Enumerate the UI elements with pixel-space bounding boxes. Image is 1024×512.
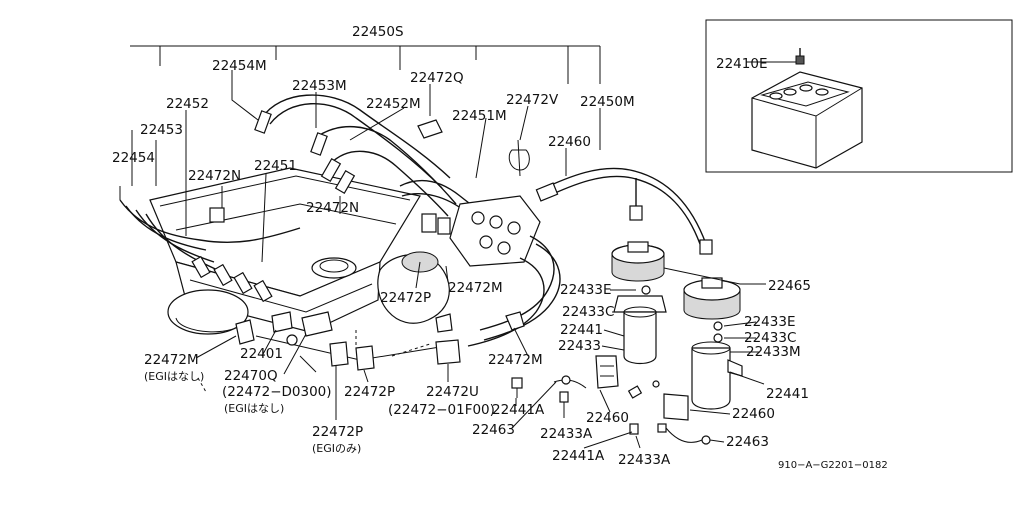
leader-lines bbox=[185, 61, 772, 449]
label-22472P-mid: 22472P bbox=[380, 290, 431, 306]
label-22472V: 22472V bbox=[506, 92, 559, 108]
label-22472M-right: 22472M bbox=[488, 352, 543, 368]
clip-22472P-lower-icon bbox=[329, 341, 349, 367]
label-22472N-mid: 22472N bbox=[306, 200, 359, 216]
label-22454: 22454 bbox=[112, 150, 155, 166]
engine-block bbox=[149, 167, 450, 373]
label-22433M: 22433M bbox=[746, 344, 801, 360]
label-22441A-2: 22441A bbox=[552, 448, 605, 464]
label-22450S: 22450S bbox=[352, 24, 404, 40]
label-22472P-lower-2: 22472P bbox=[312, 424, 363, 440]
lower-module-cluster bbox=[505, 311, 643, 403]
label-22451M: 22451M bbox=[452, 108, 507, 124]
label-22453: 22453 bbox=[140, 122, 183, 138]
label-22472-D0300: (22472−D0300) bbox=[222, 384, 332, 400]
label-22433E-1: 22433E bbox=[560, 282, 611, 298]
label-22433C-1: 22433C bbox=[562, 304, 614, 320]
label-22433C-2: 22433C bbox=[744, 330, 796, 346]
label-22472M-left: 22472M bbox=[144, 352, 199, 368]
diagram-code: 910−A−G2201−0182 bbox=[778, 460, 888, 471]
label-22441A-1: 22441A bbox=[492, 402, 545, 418]
label-22472M-mid: 22472M bbox=[448, 280, 503, 296]
label-22450M: 22450M bbox=[580, 94, 635, 110]
label-22452: 22452 bbox=[166, 96, 209, 112]
label-egi-nomi: (EGIのみ) bbox=[312, 442, 361, 455]
label-22460-bottom: 22460 bbox=[586, 410, 629, 426]
label-22441-2: 22441 bbox=[766, 386, 809, 402]
ignition-coil-upper bbox=[611, 241, 667, 365]
label-22433-1: 22433 bbox=[558, 338, 601, 354]
label-22454M: 22454M bbox=[212, 58, 267, 74]
label-egi-nashi-1: (EGIはなし) bbox=[144, 370, 204, 383]
label-22433A-1: 22433A bbox=[540, 426, 593, 442]
part-22472Q-icon bbox=[417, 119, 443, 139]
clip-22470Q-icon bbox=[301, 311, 333, 337]
label-22410E: 22410E bbox=[716, 56, 767, 72]
part-labels: 22450S 22454M 22453M 22472Q 22452M 22451… bbox=[112, 24, 888, 471]
clip-22472U-icon bbox=[435, 339, 461, 365]
label-22465: 22465 bbox=[768, 278, 811, 294]
label-22472Q: 22472Q bbox=[410, 70, 464, 86]
label-22472P-lower-1: 22472P bbox=[344, 384, 395, 400]
label-22472N-left: 22472N bbox=[188, 168, 241, 184]
label-22401: 22401 bbox=[240, 346, 283, 362]
clip-22401-icon bbox=[271, 311, 293, 333]
distributor-cap-cluster bbox=[449, 195, 561, 347]
label-22472-01F00: (22472−01F00) bbox=[388, 402, 495, 418]
clip-22472N-left-icon bbox=[209, 207, 225, 223]
label-22470Q: 22470Q bbox=[224, 368, 278, 384]
label-22460-right: 22460 bbox=[732, 406, 775, 422]
harness-bracket-22450S bbox=[130, 45, 601, 84]
label-22460-top: 22460 bbox=[548, 134, 591, 150]
clips-brackets bbox=[209, 119, 530, 371]
label-22433A-2: 22433A bbox=[618, 452, 671, 468]
label-22452M: 22452M bbox=[366, 96, 421, 112]
battery-inset bbox=[705, 19, 1013, 173]
coil-lead-cable bbox=[535, 167, 713, 255]
label-22441-1: 22441 bbox=[560, 322, 603, 338]
label-22463-left: 22463 bbox=[472, 422, 515, 438]
label-egi-nashi-2: (EGIはなし) bbox=[224, 402, 284, 415]
label-22472U: 22472U bbox=[426, 384, 479, 400]
label-22433E-2: 22433E bbox=[744, 314, 795, 330]
clip-22472M-left-icon bbox=[235, 319, 255, 345]
label-22451: 22451 bbox=[254, 158, 297, 174]
label-22453M: 22453M bbox=[292, 78, 347, 94]
clip-22472P-upper-icon bbox=[421, 213, 437, 233]
label-22463-right: 22463 bbox=[726, 434, 769, 450]
plug-wires-left bbox=[119, 130, 301, 303]
ignition-coil-lower bbox=[629, 277, 743, 445]
